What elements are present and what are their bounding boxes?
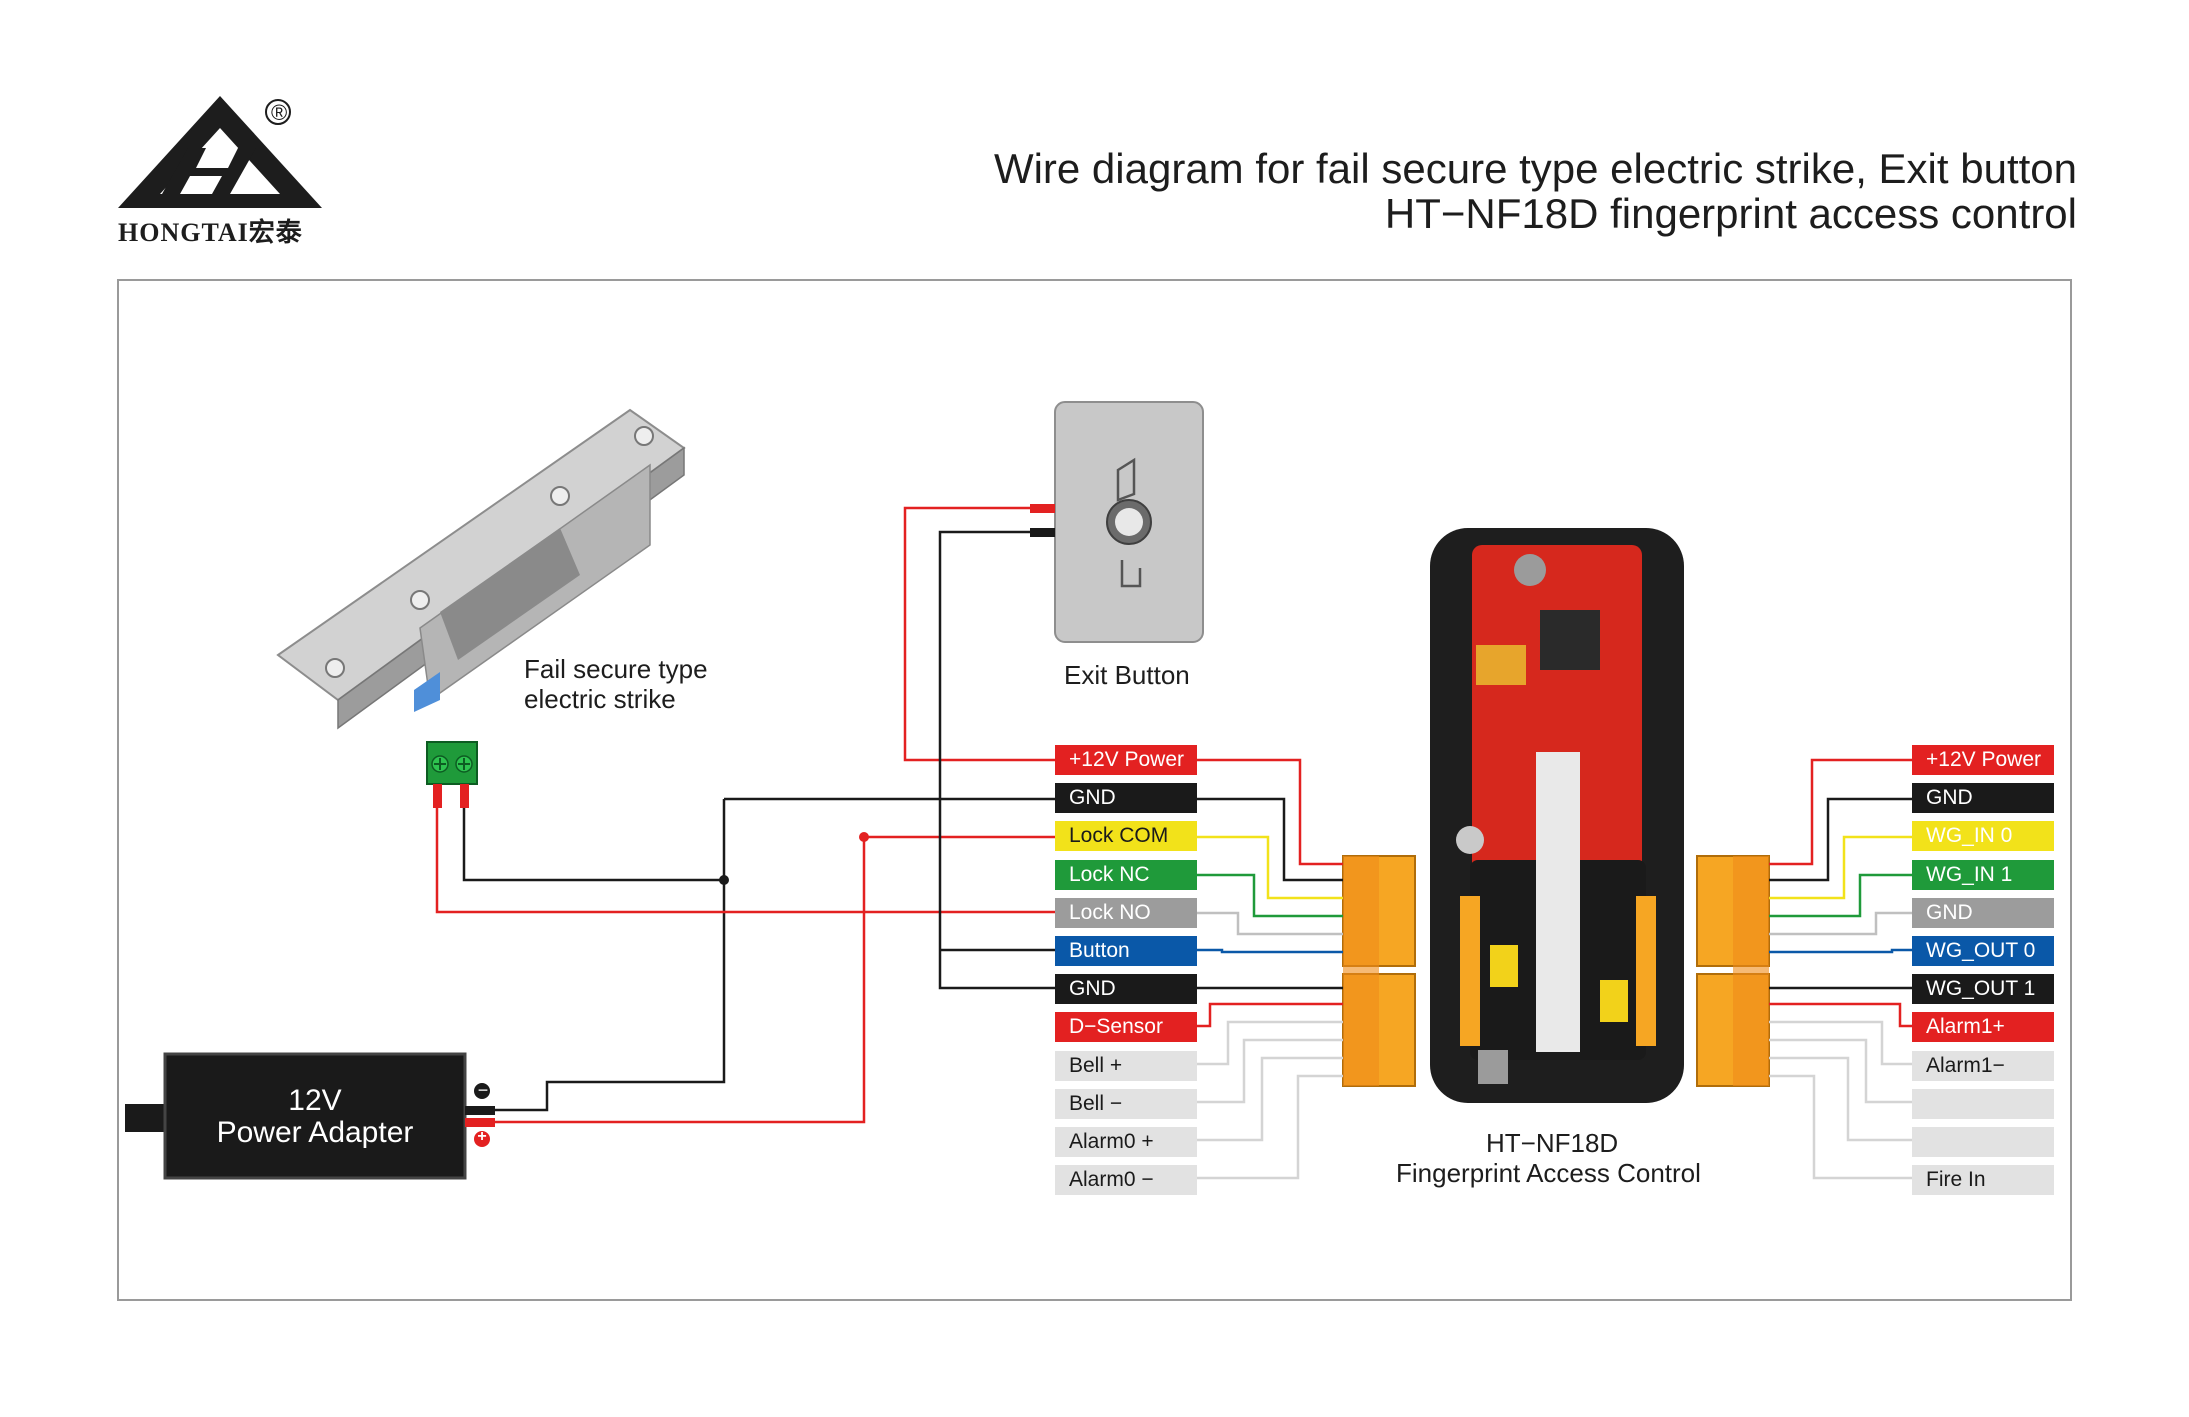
left-terminal-label-11: Alarm0 + <box>1055 1127 1197 1157</box>
right-connector-blocks <box>1696 855 1770 1087</box>
hongtai-logo <box>118 96 322 208</box>
adapter-plus-symbol: + <box>477 1128 487 1145</box>
left-terminal-label-4: Lock NC <box>1055 859 1197 890</box>
right-terminal-label-12: Fire In <box>1912 1165 2054 1196</box>
strike-caption-line2: electric strike <box>524 684 676 714</box>
right-terminal-label-3: WG_IN 0 <box>1912 821 2054 852</box>
diagram-title-line1: Wire diagram for fail secure type electr… <box>993 145 2077 192</box>
left-terminal-label-8: D−Sensor <box>1055 1012 1197 1043</box>
left-terminal-wires <box>1197 758 1343 1180</box>
left-terminal-label-1: +12V Power <box>1055 745 1197 775</box>
left-terminal-label-10: Bell − <box>1055 1088 1197 1119</box>
right-terminal-wires <box>1769 758 1912 1180</box>
left-terminal-label-12: Alarm0 − <box>1055 1165 1197 1196</box>
right-terminal-label-5: GND <box>1912 897 2054 928</box>
controller-caption-line1: HT−NF18D <box>1486 1128 1619 1158</box>
strike-terminal-block <box>426 741 478 808</box>
right-terminal-label-9: Alarm1− <box>1912 1050 2054 1081</box>
adapter-label-line2: Power Adapter <box>216 1116 414 1149</box>
controller-caption-line2: Fingerprint Access Control <box>1396 1158 1701 1188</box>
registered-mark: ® <box>271 100 288 125</box>
right-terminal-label-8: Alarm1+ <box>1912 1012 2054 1043</box>
brand-name: HONGTAI宏泰 <box>118 218 303 247</box>
input-wires <box>435 506 1055 1124</box>
diagram-frame <box>117 279 2072 1301</box>
left-terminal-label-2: GND <box>1055 783 1197 814</box>
right-terminal-label-4: WG_IN 1 <box>1912 859 2054 890</box>
right-terminal-label-7: WG_OUT 1 <box>1912 974 2054 1005</box>
left-terminal-label-5: Lock NO <box>1055 897 1197 928</box>
exit-button-caption: Exit Button <box>1064 660 1190 690</box>
power-adapter-illustration <box>125 1052 495 1180</box>
adapter-minus-symbol: − <box>477 1080 489 1100</box>
exit-button-illustration <box>1030 401 1204 643</box>
left-terminal-label-9: Bell + <box>1055 1050 1197 1081</box>
left-connector-blocks <box>1342 855 1416 1087</box>
strike-caption-line1: Fail secure type <box>524 654 708 684</box>
controller-illustration <box>1430 528 1684 1103</box>
left-terminal-label-7: GND <box>1055 974 1197 1005</box>
diagram-title-line2: HT−NF18D fingerprint access control <box>1384 190 2077 237</box>
right-terminal-label-11 <box>1912 1127 2054 1157</box>
right-terminal-label-1: +12V Power <box>1912 745 2054 775</box>
electric-strike-illustration <box>276 408 686 730</box>
adapter-label-line1: 12V <box>288 1084 342 1117</box>
left-terminal-label-3: Lock COM <box>1055 821 1197 852</box>
left-terminal-label-6: Button <box>1055 936 1197 966</box>
right-terminal-label-10 <box>1912 1088 2054 1119</box>
right-terminal-label-2: GND <box>1912 783 2054 814</box>
right-terminal-label-6: WG_OUT 0 <box>1912 936 2054 966</box>
